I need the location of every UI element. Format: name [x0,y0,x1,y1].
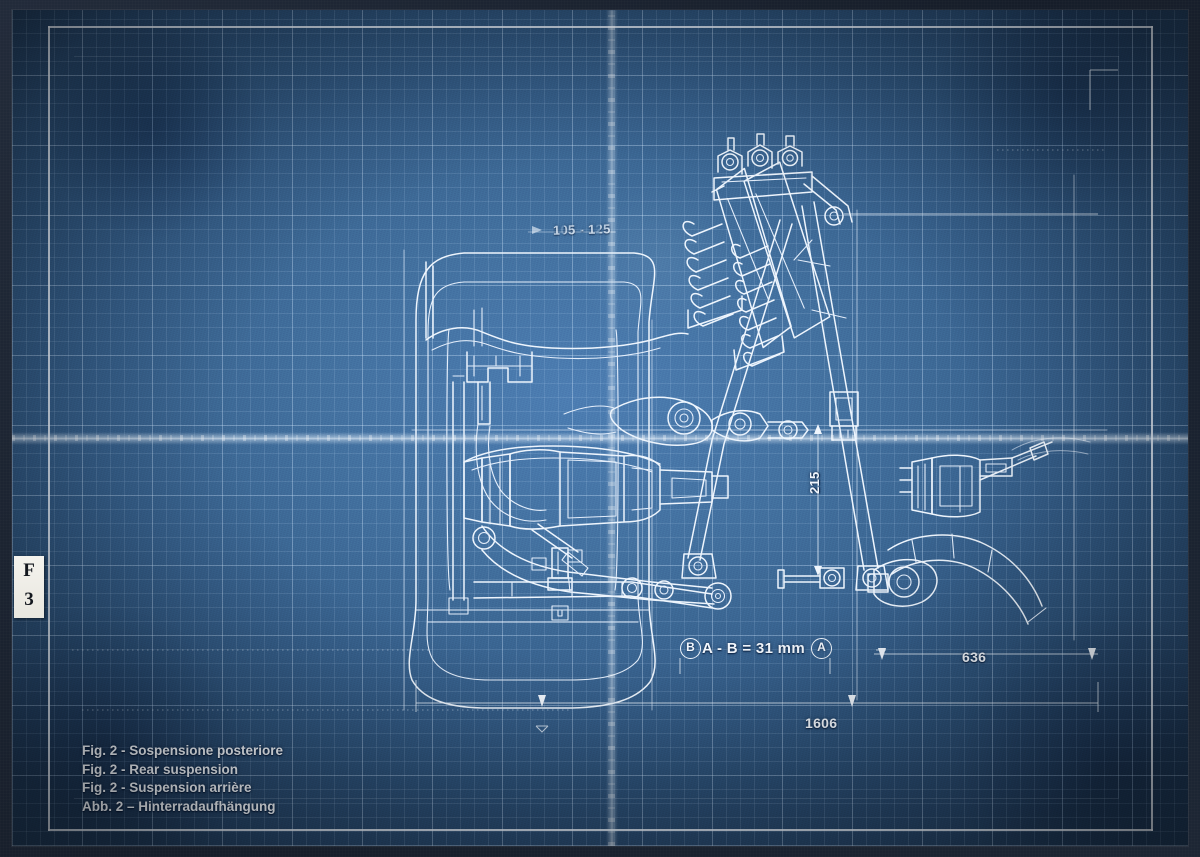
left-vertical-strut [448,375,469,615]
shock-absorber-right [731,161,831,371]
index-tab: F 3 [14,556,44,618]
shock-top-mounts [713,133,813,201]
dimension-label-636: 636 [962,649,987,665]
caption-line-french: Fig. 2 - Suspension arrière [82,780,252,795]
stabiliser-bush [777,567,845,589]
caption-line-english: Fig. 2 - Rear suspension [82,761,239,777]
wheel-tire-outline [408,252,656,709]
caption-line-italian: Fig. 2 - Sospensione posteriore [82,743,284,758]
dimension-ab-ticks [679,658,831,674]
axle-housing [463,445,729,530]
registration-ticks [535,69,1118,733]
dimension-label-1606: 1606 [805,715,838,731]
dimension-label-top-note: 105 - 125 [552,221,611,238]
blueprint-paper: 1606 636 215 105 - 125 B A - B = 31 mm A… [12,10,1188,846]
index-tab-letter: F [23,560,35,581]
caption-line-german: Abb. 2 – Hinterradaufhängung [82,798,276,814]
figure-caption: Fig. 2 - Sospensione posteriore Fig. 2 -… [82,742,283,816]
dimension-label-215: 215 [807,471,822,494]
dimension-215 [814,424,822,576]
dimension-1606 [415,680,1099,712]
right-hub-assembly [899,441,1053,518]
index-tab-number: 3 [24,589,34,610]
radius-arm-lower [473,577,713,609]
upper-a-arm [803,175,1098,226]
vertical-fold-wear [608,10,615,846]
marker-b-circle: B [680,638,701,659]
rear-suspension-drawing [72,69,1118,733]
marker-a-circle: A [811,638,832,659]
ab-equation-label: A - B = 31 mm [702,640,805,657]
right-lower-arm [867,533,1047,625]
track-rod [531,523,589,591]
horizontal-fold-wear [12,435,1188,441]
